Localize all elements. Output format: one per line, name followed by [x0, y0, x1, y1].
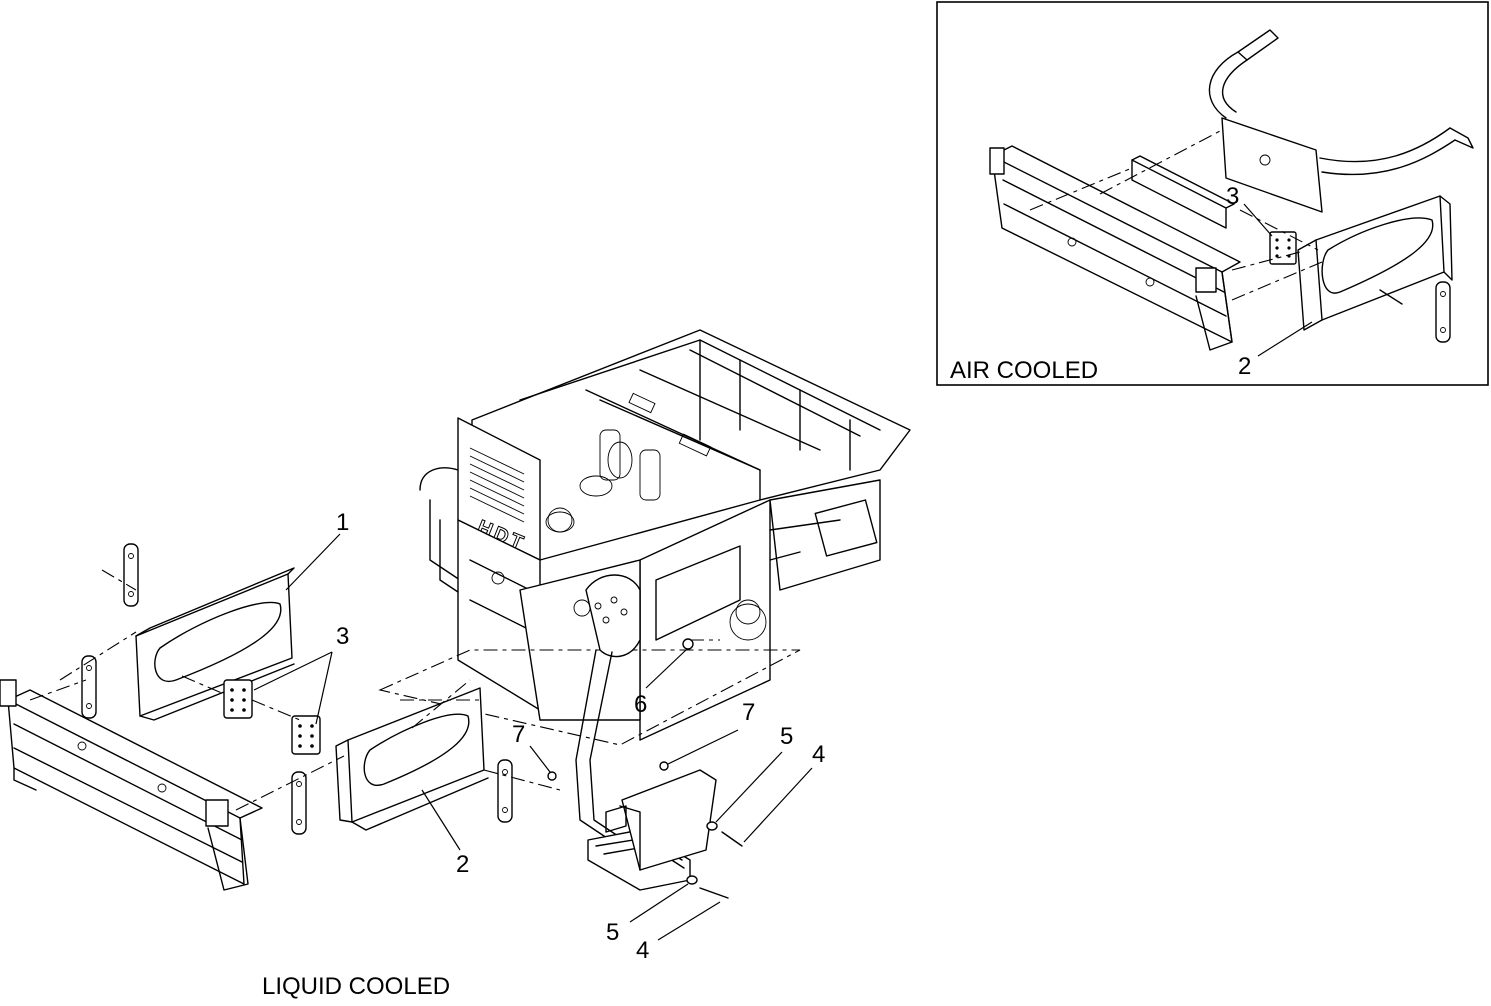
part-7-washer-a — [547, 771, 557, 781]
crossbar-end-cap-right — [205, 799, 229, 827]
callout-2: 2 — [456, 851, 469, 878]
inset-alignment-lines — [1029, 129, 1323, 301]
part-7-washer-b — [659, 761, 669, 771]
inset-side-bracket — [1297, 195, 1453, 331]
ground-plane-dashed — [378, 649, 801, 746]
part-6-nut — [682, 638, 694, 650]
main-callouts: 1 3 6 7 7 5 4 2 5 4 — [253, 509, 825, 964]
part-4-bolt-b — [699, 887, 729, 899]
caption-liquid-cooled: LIQUID COOLED — [262, 973, 450, 1000]
part-3-plate-a — [223, 679, 253, 719]
leader-7a — [529, 745, 551, 773]
part-3-plate-b — [291, 715, 321, 755]
leader-1 — [285, 533, 341, 591]
leader-6 — [645, 649, 687, 689]
callout-7-right: 7 — [742, 699, 755, 726]
foot-pedal-assembly — [575, 574, 717, 891]
part-5-washer-b — [686, 875, 698, 885]
leader-4b — [657, 901, 721, 941]
pedal-mount-plate — [585, 574, 641, 658]
callout-4-upper: 4 — [812, 741, 825, 768]
leader-5b — [629, 883, 689, 923]
callout-5-lower: 5 — [606, 919, 619, 946]
part-1-bracket — [135, 567, 295, 721]
main-alignment-lines — [29, 569, 561, 811]
callout-5-upper: 5 — [780, 723, 793, 750]
pedal-bracket — [621, 769, 717, 871]
inset-air-cooled: 3 2 AIR COOLED — [936, 1, 1489, 386]
leader-2 — [421, 789, 461, 851]
inset-curved-strap — [1208, 29, 1474, 176]
link-straps — [81, 543, 513, 835]
chassis-frame: HDT — [378, 329, 911, 746]
callout-inset-3: 3 — [1226, 183, 1239, 210]
leader-inset-3 — [1243, 203, 1273, 237]
callout-3: 3 — [336, 623, 349, 650]
leader-3a — [253, 651, 333, 691]
leader-4a — [743, 767, 813, 843]
inset-rear-plate — [1221, 117, 1323, 213]
callout-inset-2: 2 — [1238, 353, 1251, 380]
leader-inset-2 — [1257, 321, 1313, 357]
inset-center-bar — [1131, 155, 1235, 229]
inset-link-strap — [1435, 281, 1451, 343]
leader-5a — [715, 751, 783, 823]
part-5-washer-a — [706, 821, 718, 831]
part-4-bolt-a — [721, 831, 743, 847]
part-2-bracket — [335, 687, 489, 831]
inset-crossbar — [989, 145, 1241, 351]
leader-7b — [667, 729, 739, 765]
callout-4-lower: 4 — [636, 937, 649, 964]
caption-air-cooled: AIR COOLED — [950, 357, 1098, 384]
callout-7-left: 7 — [512, 721, 525, 748]
front-crossbar — [0, 679, 263, 891]
inset-bolt — [1379, 289, 1403, 305]
callout-6: 6 — [634, 691, 647, 718]
hardware — [547, 638, 743, 899]
crossbar-end-cap-left — [0, 679, 17, 707]
callout-1: 1 — [336, 509, 349, 536]
leader-3b — [315, 651, 333, 725]
